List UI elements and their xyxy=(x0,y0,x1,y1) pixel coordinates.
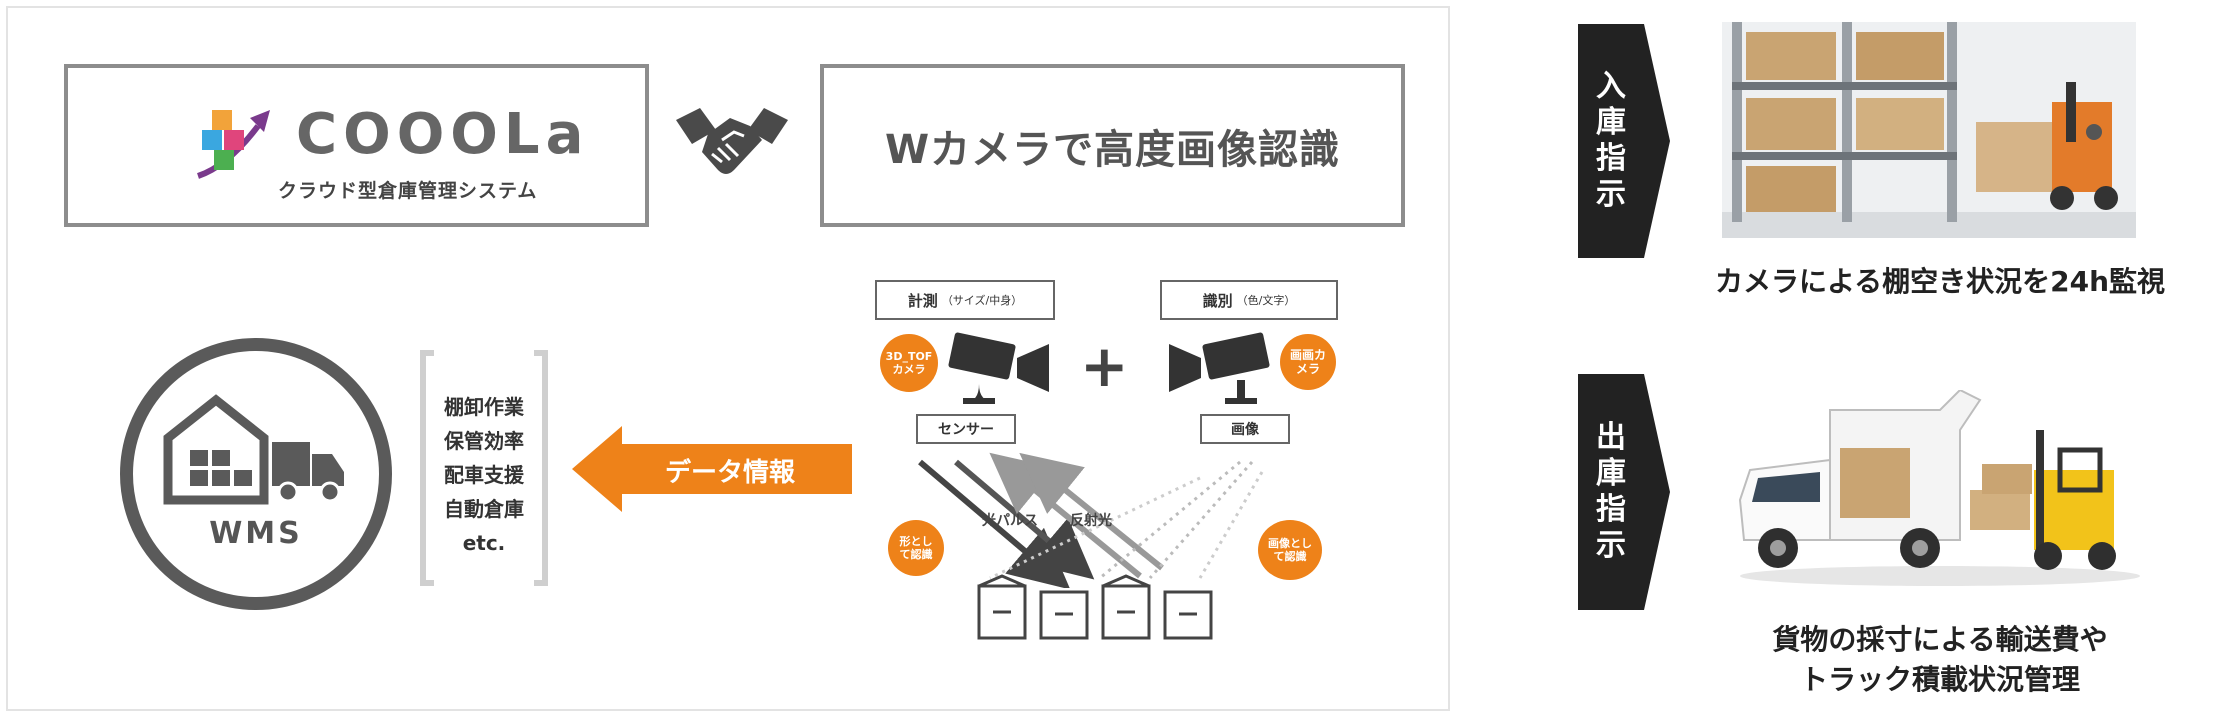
logo-subtitle: クラウド型倉庫管理システム xyxy=(278,180,538,202)
data-arrow-label: データ情報 xyxy=(664,458,795,488)
image-camera-badge: 画画カメラ xyxy=(1280,334,1336,390)
bracket-top-left xyxy=(420,350,434,586)
measure-box: 計測 （サイズ/中身） xyxy=(875,280,1055,320)
inbound-tag-arrow-icon xyxy=(1644,24,1670,258)
light-pulse-label: 光パルス xyxy=(982,513,1038,529)
wms-label: WMS xyxy=(209,516,303,551)
identify-box: 識別 （色/文字） xyxy=(1160,280,1338,320)
logo-wordmark: COOOLa xyxy=(296,102,590,167)
image-recognition-badge: 画像として認識 xyxy=(1258,520,1322,580)
image-camera-icon xyxy=(1169,332,1270,404)
bracket-top-right xyxy=(534,350,548,586)
bracket-list-items: 棚卸作業 保管効率 配車支援 自動倉庫 etc. xyxy=(420,390,548,560)
list-item: 配車支援 xyxy=(444,463,524,487)
outbound-tag-arrow-icon xyxy=(1644,374,1670,610)
identify-label: 識別 xyxy=(1202,291,1233,310)
light-rays xyxy=(918,452,1264,588)
cubes-logo-icon xyxy=(196,110,270,179)
header-title-box: Wカメラで高度画像認識 xyxy=(820,64,1405,227)
measure-label: 計測 xyxy=(907,291,938,310)
identify-paren: （色/文字） xyxy=(1236,294,1296,307)
cardboard-boxes-icon xyxy=(977,574,1213,640)
image-box: 画像 xyxy=(1200,414,1290,444)
outbound-caption-line: トラック積載状況管理 xyxy=(1799,663,2080,696)
tof-camera-badge: 3D_TOFカメラ xyxy=(880,334,938,392)
list-item: 自動倉庫 xyxy=(444,497,524,521)
header-title: Wカメラで高度画像認識 xyxy=(884,126,1341,173)
measure-paren: （サイズ/中身） xyxy=(941,294,1023,307)
reflected-label: 反射光 xyxy=(1070,513,1112,529)
outbound-caption: 貨物の採寸による輸送費や トラック積載状況管理 xyxy=(1660,620,2220,700)
outbound-tag: 出 庫 指 示 xyxy=(1578,374,1644,610)
warehouse-truck-icon xyxy=(163,394,344,505)
logo-box: COOOLa クラウド型倉庫管理システム xyxy=(64,64,649,227)
handshake-icon xyxy=(676,108,788,174)
plus-sign: + xyxy=(1080,332,1129,400)
truck-forklift-image xyxy=(1738,390,2140,586)
data-flow-arrow-icon xyxy=(572,426,852,512)
tof-camera-icon xyxy=(948,332,1049,404)
list-item: etc. xyxy=(462,531,506,555)
inbound-tag: 入 庫 指 示 xyxy=(1578,24,1644,258)
warehouse-shelf-forklift-image xyxy=(1722,22,2136,238)
bracket-list: 棚卸作業 保管効率 配車支援 自動倉庫 etc. xyxy=(420,350,548,586)
outbound-caption-line: 貨物の採寸による輸送費や xyxy=(1772,623,2108,656)
sensor-box: センサー xyxy=(916,414,1016,444)
list-item: 棚卸作業 xyxy=(444,395,524,419)
list-item: 保管効率 xyxy=(444,429,524,453)
inbound-caption: カメラによる棚空き状況を24h監視 xyxy=(1714,265,2166,298)
shape-recognition-badge: 形として認識 xyxy=(888,520,944,576)
